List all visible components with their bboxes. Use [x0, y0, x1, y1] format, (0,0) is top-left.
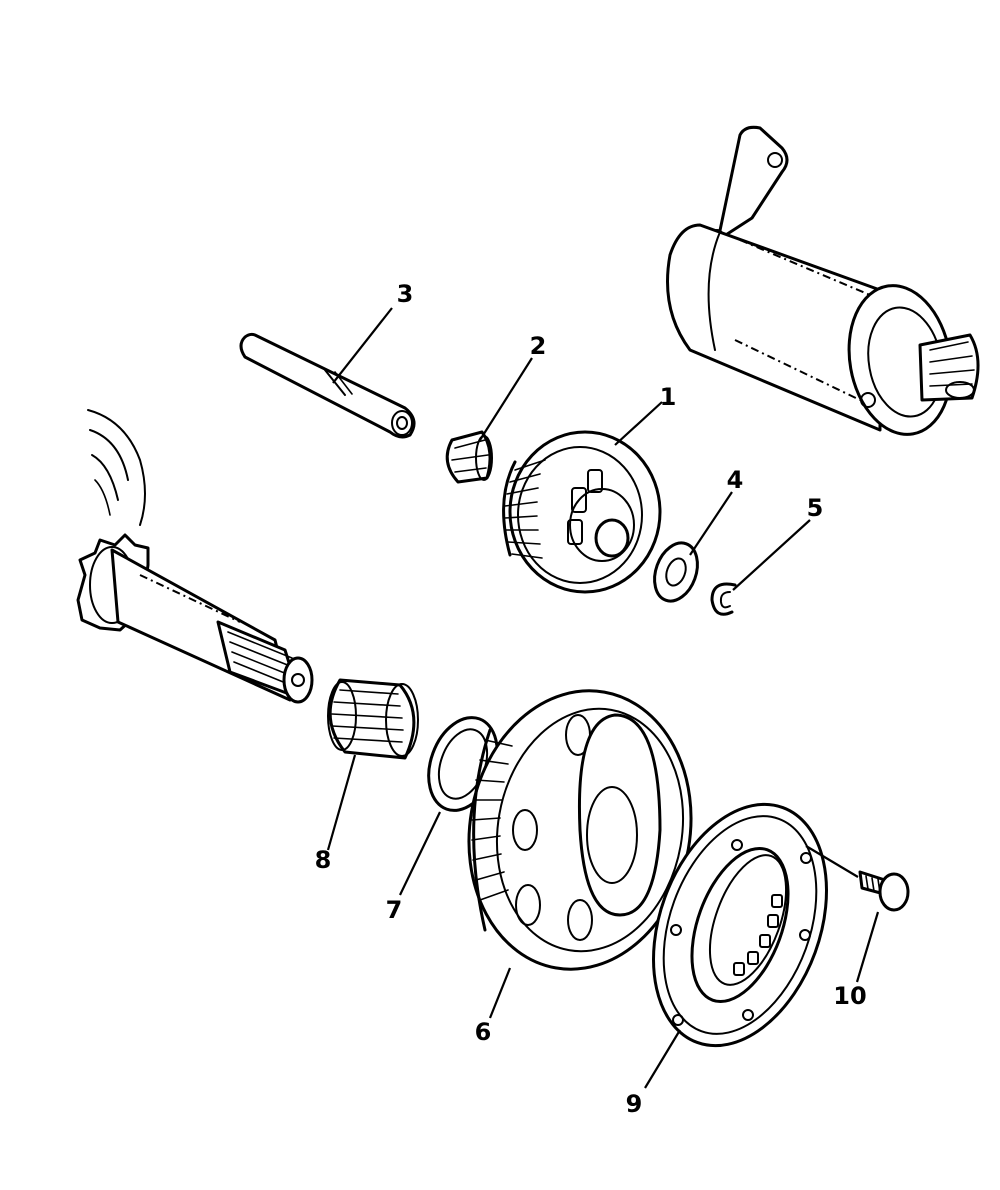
part-3-shaft	[239, 332, 416, 439]
part-4-washer	[653, 541, 699, 603]
callout-2: 2	[530, 332, 547, 360]
callout-4: 4	[727, 466, 744, 494]
callout-1: 1	[660, 383, 677, 411]
callout-6: 6	[475, 1018, 492, 1046]
callout-7: 7	[386, 896, 403, 924]
part-8-needle-bearing	[327, 678, 419, 760]
callout-3: 3	[397, 280, 414, 308]
callout-9: 9	[626, 1090, 643, 1118]
leader-lines	[326, 307, 880, 1089]
part-5-circlip	[710, 582, 737, 616]
part-9-one-way-clutch	[652, 802, 828, 1048]
crankshaft	[76, 409, 314, 704]
callout-8: 8	[315, 846, 332, 874]
part-6-starter-gear	[467, 689, 693, 971]
callout-5: 5	[807, 494, 824, 522]
part-1-idler-gear	[502, 430, 662, 594]
part-10-bolt	[858, 870, 910, 912]
starter-motor	[666, 125, 980, 436]
callout-10: 10	[833, 982, 866, 1010]
part-2-needle-bearing	[445, 430, 493, 484]
callouts: 3 2 1 4 5 8 7 6 9 10	[315, 280, 867, 1118]
